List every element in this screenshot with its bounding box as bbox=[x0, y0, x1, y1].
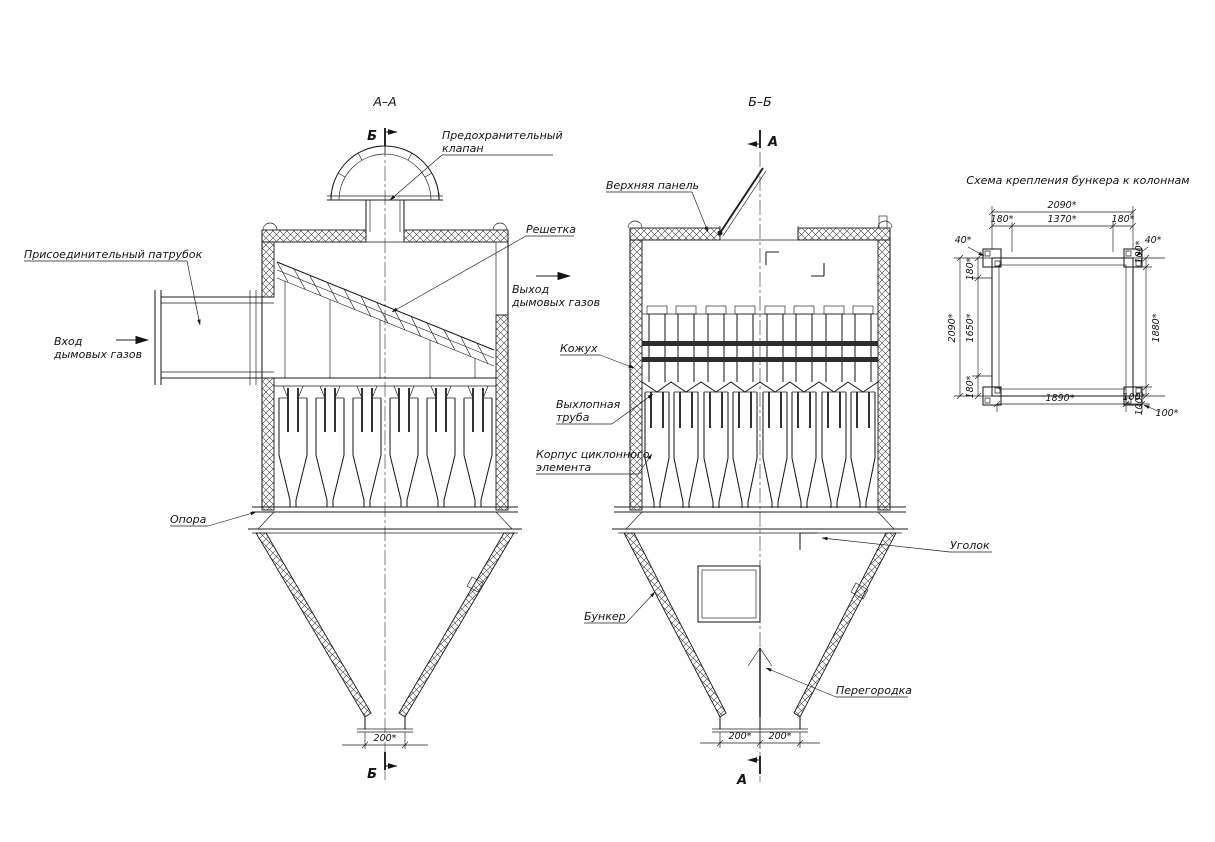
section-marker-b-top: Б bbox=[367, 128, 398, 146]
label-hopper: Бункер bbox=[584, 610, 626, 623]
lifting-lugs bbox=[262, 222, 508, 231]
dim-text: 200* bbox=[769, 731, 792, 742]
dim-text: 100* bbox=[1156, 408, 1179, 419]
scheme-dimensions: 2090* 180* 1370* 180* 40* 40* 180* 1650*… bbox=[947, 200, 1179, 419]
label-partition: Перегородка bbox=[836, 684, 912, 697]
dim-text: 180* bbox=[991, 214, 1014, 225]
labels-aa: Предохранительный клапан Присоединительн… bbox=[24, 129, 600, 527]
dim-text: 1650* bbox=[965, 313, 976, 342]
label-cyclone-body-2: элемента bbox=[536, 461, 592, 474]
label-safety-valve-2: клапан bbox=[442, 142, 484, 155]
lifting-lugs bbox=[627, 220, 893, 229]
dim-text: 2090* bbox=[947, 313, 958, 342]
marker-letter: А bbox=[736, 773, 747, 788]
label-angle: Уголок bbox=[950, 539, 990, 552]
dimension-bb-outlets: 200* 200* bbox=[700, 731, 820, 748]
cyclone-elements-aa bbox=[274, 377, 496, 508]
bolt-marks bbox=[984, 250, 1142, 404]
dim-text: 100* bbox=[1123, 392, 1146, 403]
dimension-aa-outlet: 200* bbox=[342, 732, 428, 749]
dim-text: 1880* bbox=[1151, 313, 1162, 342]
detail-corner-marks bbox=[765, 251, 825, 277]
access-door bbox=[697, 565, 761, 623]
dim-text: 40* bbox=[955, 235, 972, 246]
support-hopper-bb bbox=[612, 506, 908, 733]
label-support: Опора bbox=[170, 513, 207, 526]
marker-letter: А bbox=[767, 135, 778, 150]
label-top-panel: Верхняя панель bbox=[606, 179, 699, 192]
grate bbox=[276, 261, 495, 378]
tube-plate-zigzag bbox=[641, 381, 879, 393]
hatch-lid bbox=[717, 167, 767, 237]
safety-valve bbox=[327, 145, 443, 232]
marker-letter: Б bbox=[367, 767, 377, 782]
label-exhaust-pipe-2: труба bbox=[556, 411, 590, 424]
dim-text: 1890* bbox=[1046, 393, 1075, 404]
label-outlet: Выход bbox=[512, 283, 549, 296]
label-inlet-2: дымовых газов bbox=[53, 348, 142, 361]
section-marker-a-top: А bbox=[747, 130, 778, 150]
label-exhaust-pipe: Выхлопная bbox=[556, 398, 621, 411]
marker-letter: Б bbox=[367, 129, 377, 144]
vibrator-bracket bbox=[466, 576, 484, 593]
view-aa: А–А Б Б bbox=[24, 94, 600, 782]
labels-bb: Верхняя панель Кожух Выхлопная труба Кор… bbox=[536, 179, 992, 698]
dim-text: 180* bbox=[965, 257, 976, 280]
support-beam bbox=[642, 341, 878, 346]
vibrator-bracket bbox=[850, 582, 869, 600]
shell-aa bbox=[261, 222, 509, 511]
support-hopper-aa bbox=[248, 506, 522, 733]
scheme-title: Схема крепления бункера к колоннам bbox=[966, 174, 1189, 187]
view-aa-title: А–А bbox=[372, 94, 396, 109]
section-marker-a-bottom: А bbox=[736, 756, 761, 788]
section-marker-b-bottom: Б bbox=[367, 752, 398, 782]
shell-bb bbox=[627, 215, 893, 511]
label-safety-valve: Предохранительный bbox=[442, 129, 563, 142]
label-connection-pipe: Присоединительный патрубок bbox=[24, 248, 203, 261]
dim-text: 100* bbox=[1134, 240, 1145, 263]
label-casing: Кожух bbox=[560, 342, 598, 355]
dim-text: 2090* bbox=[1048, 200, 1077, 211]
label-cyclone-body: Корпус циклонного bbox=[536, 448, 650, 461]
dim-text: 180* bbox=[1112, 214, 1135, 225]
dim-text: 180* bbox=[965, 375, 976, 398]
mounting-scheme: Схема крепления бункера к колоннам 2090*… bbox=[947, 174, 1190, 419]
dim-text: 200* bbox=[729, 731, 752, 742]
view-bb-title: Б–Б bbox=[748, 94, 771, 109]
scheme-frame bbox=[982, 248, 1143, 406]
angle-detail-mark bbox=[799, 532, 817, 550]
label-outlet-2: дымовых газов bbox=[511, 296, 600, 309]
inlet-duct bbox=[154, 290, 274, 385]
dim-text: 1370* bbox=[1048, 214, 1077, 225]
dim-text: 200* bbox=[374, 733, 397, 744]
support-beam bbox=[642, 357, 878, 362]
view-bb: Б–Б А А bbox=[536, 94, 992, 788]
label-grate: Решетка bbox=[526, 223, 576, 236]
dim-text: 40* bbox=[1145, 235, 1162, 246]
label-inlet: Вход bbox=[54, 335, 82, 348]
exhaust-tube-bank bbox=[641, 305, 879, 393]
